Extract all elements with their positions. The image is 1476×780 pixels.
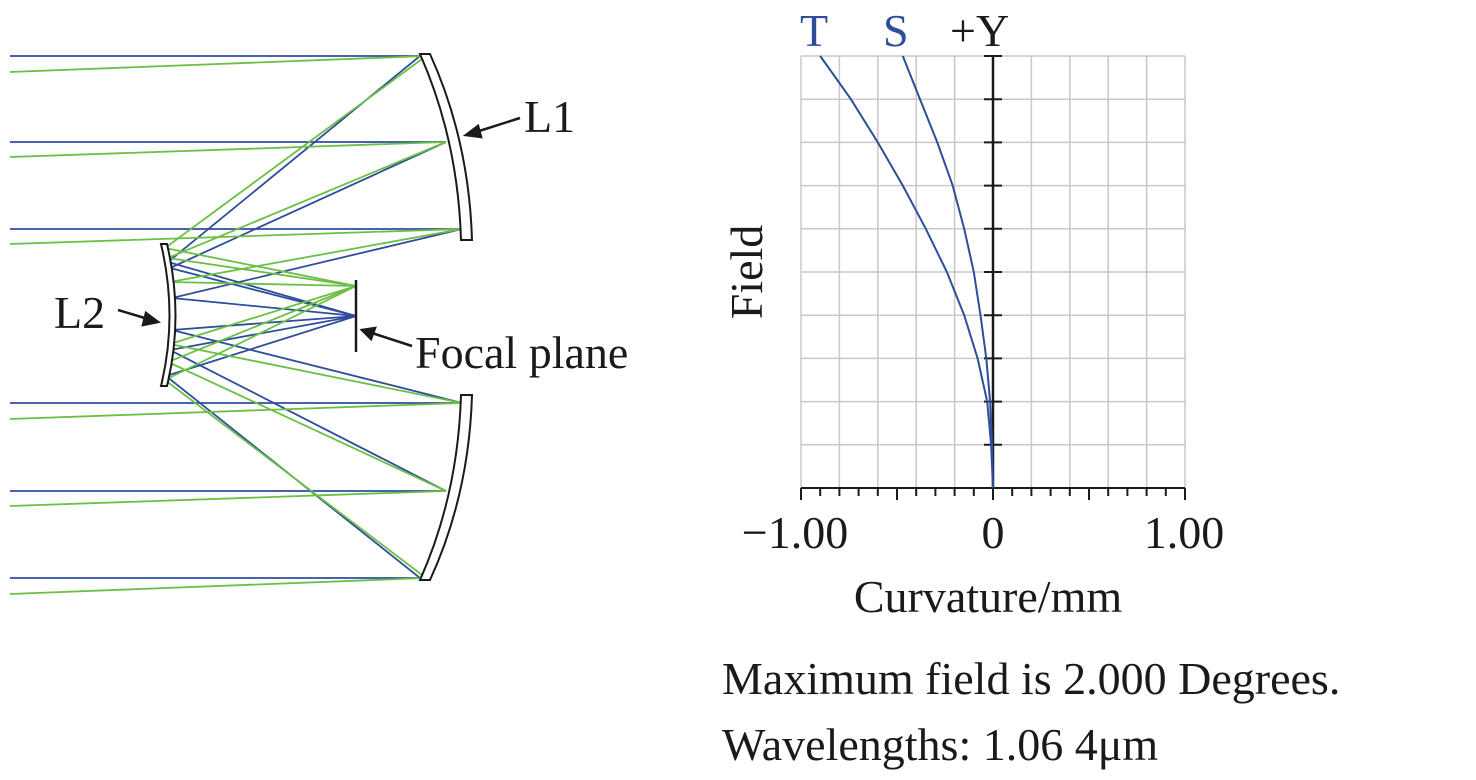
mirror-l2: [159, 243, 177, 387]
ray-bundle: [9, 54, 463, 595]
l2-arrow: [117, 308, 149, 321]
plot-axes: [800, 55, 1186, 500]
wavelengths-note: Wavelengths: 1.06 4μm: [722, 719, 1159, 770]
axis-top-label: +Y: [950, 5, 1009, 56]
x-tick-label-max: 1.00: [1144, 507, 1225, 558]
green-ray-11: [9, 285, 429, 595]
blue-ray-1: [10, 141, 447, 317]
y-axis-label: Field: [721, 225, 772, 320]
l1-arrowhead: [462, 123, 483, 139]
green-ray-3: [9, 54, 429, 287]
field-curvature-plot: T S +Y −1.00 0 1.00 Curvature/mm Field: [721, 5, 1224, 622]
x-tick-label-zero: 0: [982, 507, 1005, 558]
focal-plane-arrow: [371, 331, 413, 348]
curve-s: [901, 55, 994, 489]
max-field-note: Maximum field is 2.000 Degrees.: [722, 653, 1341, 704]
mirror-l1-upper: [418, 53, 474, 241]
plot-grid: [800, 55, 1186, 489]
label-l2: L2: [54, 287, 105, 338]
l1-arrow: [475, 116, 521, 134]
series-label-s: S: [883, 5, 909, 56]
focal-plane-arrowhead: [359, 326, 377, 342]
optical-layout: L1 L2 Focal plane: [9, 53, 628, 595]
green-ray-9: [9, 285, 463, 420]
blue-ray-7: [10, 315, 447, 492]
label-focal-plane: Focal plane: [415, 327, 628, 378]
series-label-t: T: [800, 5, 828, 56]
l2-arrowhead: [141, 310, 161, 327]
x-axis-label: Curvature/mm: [854, 571, 1122, 622]
green-ray-10: [9, 285, 447, 507]
callout-arrows: [117, 116, 521, 348]
curve-t: [819, 55, 994, 489]
plot-curves: [819, 55, 994, 489]
green-ray-5: [9, 228, 463, 287]
blue-ray-0: [10, 55, 423, 317]
x-tick-label-min: −1.00: [742, 507, 848, 558]
mirror-l1-lower: [418, 394, 474, 581]
green-ray-4: [9, 141, 447, 287]
label-l1: L1: [524, 91, 575, 142]
